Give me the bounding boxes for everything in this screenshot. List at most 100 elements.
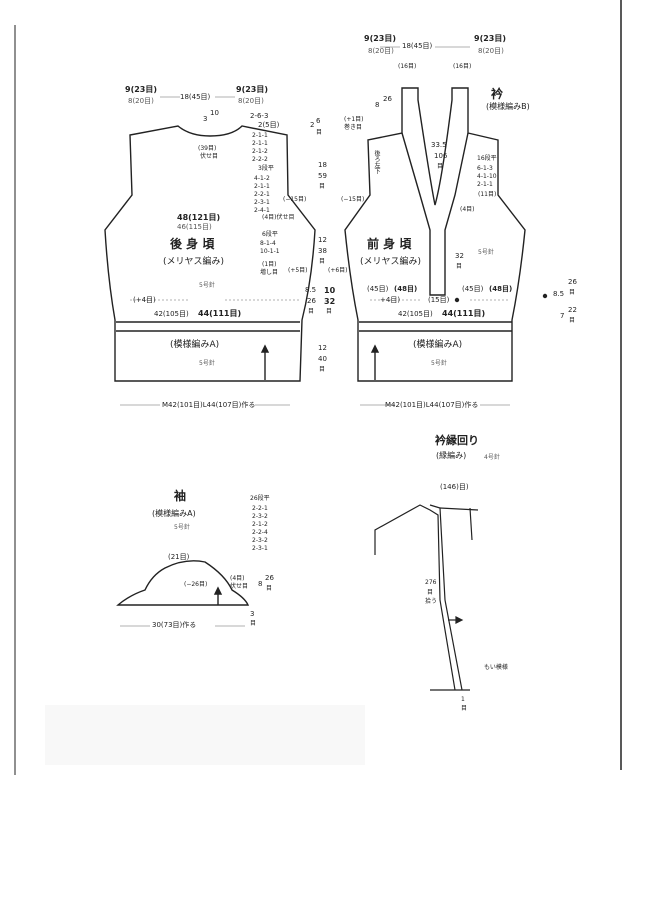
front-width-45: (45目): [367, 285, 389, 293]
front-collar-w1: (16目): [398, 63, 417, 70]
back-side-top: 6段平: [262, 231, 278, 238]
back-neck-drop: 3: [203, 115, 208, 123]
front-side-85: 8.5: [553, 290, 565, 298]
sleeve-needle: 5号針: [174, 524, 190, 531]
front-collar-h3: 目: [437, 163, 444, 170]
back-body-outline: [104, 125, 316, 382]
center-shoulder-b: 6: [316, 117, 321, 125]
front-subtitle: (メリヤス編み): [360, 257, 422, 267]
front-hem-note: M42(101目)L44(107目)作る: [385, 401, 479, 409]
sleeve-side-26b: 目: [266, 585, 273, 592]
front-shoulder-right: 9(23目): [474, 34, 507, 43]
back-band-needle: 5号針: [199, 360, 215, 367]
front-vtext: 後ろ左下: [373, 150, 380, 174]
front-dec-lines: 6-1-3 4-1-10 2-1-1: [477, 165, 497, 188]
front-needle: 5号針: [478, 249, 494, 256]
center-v2: 12: [318, 236, 327, 244]
front-dec-4: (4目): [460, 206, 475, 213]
front-body-outline: [344, 87, 526, 382]
sleeve-bottom-3: 3: [250, 610, 255, 618]
back-side-1: (1目): [262, 261, 277, 268]
back-plus5: (+5目): [288, 267, 308, 274]
sleeve-outline: [116, 560, 250, 606]
front-neck-32: 32: [455, 252, 464, 260]
front-width-48: (48目): [394, 285, 418, 293]
center-v3f: 目: [326, 308, 333, 315]
front-neck-8: 8: [375, 101, 380, 109]
front-plus1b: 巻き目: [344, 124, 363, 131]
back-shoulder-left: 9(23目): [125, 85, 158, 94]
back-hem-note: M42(101目)L44(107目)作る: [162, 401, 256, 409]
back-neck-shape: 2-6-3: [250, 112, 269, 120]
back-width-chest: 48(121目): [177, 213, 221, 222]
back-shoulder-dec: 2-1-1 2-1-1 2-1-2 2-2-2: [252, 132, 268, 163]
front-width-48b: (48目): [489, 285, 513, 293]
front-title: 前 身 頃: [367, 237, 412, 251]
front-gap-15: (15目): [428, 296, 450, 304]
sleeve-rows-dec: 2-2-1 2-3-2 2-1-2 2-2-4 2-3-2 2-3-1: [252, 505, 268, 552]
back-shoulder-right-sub: 8(20目): [238, 97, 264, 105]
sleeve-title: 袖: [174, 489, 187, 503]
sleeve-side-8: 8: [258, 580, 263, 588]
sleeve-bottom-3b: 目: [250, 620, 257, 627]
center-v4b: 40: [318, 355, 327, 363]
back-armhole-15: (−15目): [283, 196, 307, 203]
edging-top-stitches: (146)目): [440, 483, 469, 491]
sleeve-top-stitches: (21目): [168, 553, 190, 561]
center-v1: 18: [318, 161, 327, 169]
sleeve-side-26: 26: [265, 574, 274, 582]
sleeve-subtitle: (模様編みA): [152, 509, 196, 518]
sleeve-width: 30(73目)作る: [152, 621, 197, 629]
front-shoulder-right-sub: 8(20目): [478, 47, 504, 55]
edging-subtitle: (縁編み): [436, 451, 467, 460]
front-collar-title: 衿: [491, 87, 504, 101]
back-band-label: (模様編みA): [170, 340, 220, 350]
center-v4c: 目: [319, 366, 326, 373]
front-plus4: +4目): [380, 296, 401, 304]
front-neck-32b: 目: [456, 263, 463, 270]
front-side-22b: 目: [569, 317, 576, 324]
center-v3: 8.5: [305, 286, 317, 294]
center-shoulder-c: 目: [316, 129, 323, 136]
sleeve-rows-26: 26段平: [250, 495, 270, 502]
back-armhole-bind: (4目)伏せ目: [262, 214, 295, 221]
front-width-45b: (45目): [462, 285, 484, 293]
back-armhole-dec: 4-1-2 2-1-1 2-2-1 2-3-1 2-4-1: [254, 175, 270, 214]
back-width-hem: 42(105目): [154, 310, 189, 318]
front-collar-h: 33.5: [431, 141, 447, 149]
center-shoulder: 2: [310, 121, 315, 129]
edging-title: 衿縁回り: [435, 434, 479, 447]
back-subtitle: (メリヤス編み): [163, 257, 225, 267]
back-neck-bind2: 伏せ目: [200, 153, 219, 160]
back-side-dec: 8-1-4 10-1-1: [260, 240, 280, 255]
edging-bottom: 1: [461, 696, 465, 703]
front-side-26b: 目: [569, 289, 576, 296]
front-armhole-15: (−15目): [341, 196, 365, 203]
front-band-needle: 5号針: [431, 360, 447, 367]
center-v2c: 目: [319, 258, 326, 265]
center-v2b: 38: [318, 247, 327, 255]
back-neck-width: 18(45目): [180, 93, 211, 101]
front-shoulder-left-sub: 8(20目): [368, 47, 394, 55]
edging-side-note: 276: [425, 579, 437, 586]
front-side-26: 26: [568, 278, 577, 286]
center-v3e: 32: [324, 297, 336, 306]
edging-side-note3: 拾う: [425, 598, 438, 605]
front-shoulder-left: 9(23目): [364, 34, 397, 43]
back-width-hem-bold: 44(111目): [198, 309, 242, 318]
front-collar-sub: (模様編みB): [486, 102, 530, 111]
edging-pattern-note: もい模様: [484, 664, 508, 671]
edging-outline: [374, 504, 479, 691]
front-band-label: (模様編みA): [413, 340, 463, 350]
front-rows-16: 16段平: [477, 155, 497, 162]
front-collar-w2: (16目): [453, 63, 472, 70]
edging-side-note2: 目: [427, 589, 434, 596]
edging-needle: 4号針: [484, 454, 500, 461]
front-side-7: 7: [560, 312, 565, 320]
edging-bottom2: 目: [461, 705, 468, 712]
sleeve-bind-4: (4目): [230, 575, 245, 582]
front-collar-h2: 106: [434, 152, 448, 160]
front-dec-11: (11目): [478, 191, 497, 198]
